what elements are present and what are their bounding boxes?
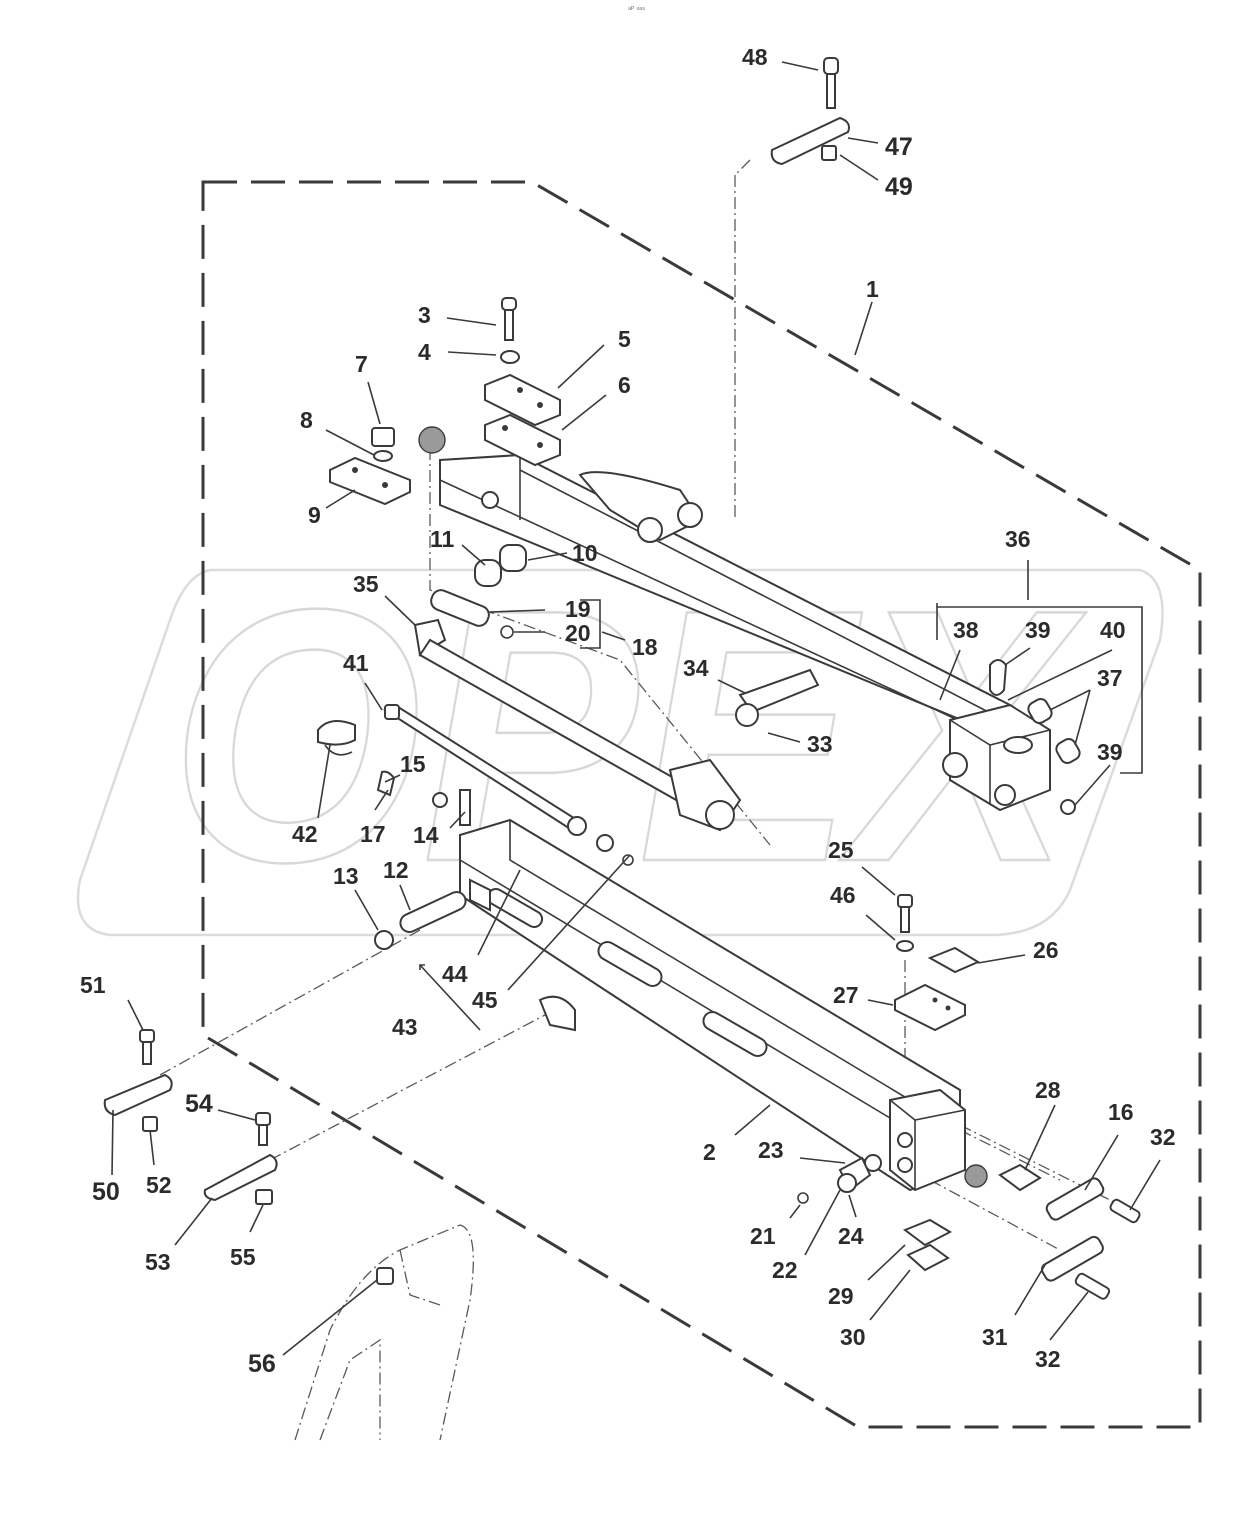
fitting-21-24 — [797, 1154, 882, 1204]
callout-11: 11 — [430, 526, 455, 552]
plate-stack — [329, 297, 561, 506]
callout-26: 26 — [1033, 937, 1059, 963]
callout-29: 29 — [828, 1283, 854, 1309]
links-16-31-32 — [1040, 1177, 1141, 1300]
rod-41 — [317, 703, 634, 866]
callout-22: 22 — [772, 1257, 798, 1283]
callout-16: 16 — [1108, 1099, 1134, 1125]
upper-rail — [439, 453, 1011, 742]
callout-55: 55 — [230, 1244, 256, 1270]
callout-2: 2 — [703, 1139, 716, 1165]
callout-12: 12 — [383, 857, 409, 883]
callout-24: 24 — [838, 1223, 864, 1249]
callout-56: 56 — [248, 1350, 276, 1378]
callout-21: 21 — [750, 1223, 776, 1249]
callout-43: 43 — [392, 1014, 418, 1040]
callout-44: 44 — [442, 961, 468, 987]
callout-20: 20 — [565, 620, 591, 646]
top-clamp-group — [770, 57, 850, 166]
callout-48: 48 — [742, 44, 768, 70]
callout-33: 33 — [807, 731, 833, 757]
callout-34: 34 — [683, 655, 709, 681]
callout-30: 30 — [840, 1324, 866, 1350]
callout-13: 13 — [333, 863, 359, 889]
leader-lines — [111, 61, 1161, 1356]
bracket-56 — [294, 1224, 474, 1441]
callout-41: 41 — [343, 650, 369, 676]
callout-52: 52 — [146, 1172, 172, 1198]
callout-36: 36 — [1005, 526, 1031, 552]
callout-37: 37 — [1097, 665, 1123, 691]
plate-group-26-27 — [894, 894, 981, 1032]
callout-14: 14 — [413, 822, 439, 848]
callout-27: 27 — [833, 982, 859, 1008]
callout-50: 50 — [92, 1178, 120, 1206]
callout-9: 9 — [308, 502, 321, 528]
callout-51: 51 — [80, 972, 106, 998]
header-mark: ᵃᴾ ˢᵃˢ — [628, 5, 645, 14]
callout-6: 6 — [618, 372, 631, 398]
callout-39-top: 39 — [1025, 617, 1051, 643]
callout-49: 49 — [885, 173, 913, 201]
callout-1: 1 — [866, 276, 879, 302]
callout-4: 4 — [418, 339, 431, 365]
callout-5: 5 — [618, 326, 631, 352]
callout-28: 28 — [1035, 1077, 1061, 1103]
clamps-50-55 — [103, 1029, 278, 1205]
callout-7: 7 — [355, 351, 368, 377]
callout-40: 40 — [1100, 617, 1126, 643]
callout-42: 42 — [292, 821, 318, 847]
callout-labels: 48 47 49 1 3 4 5 6 7 8 9 11 10 36 35 19 … — [80, 44, 1176, 1378]
callout-8: 8 — [300, 407, 313, 433]
callout-18: 18 — [632, 634, 658, 660]
callout-10: 10 — [572, 540, 598, 566]
callout-25: 25 — [828, 837, 854, 863]
callout-19: 19 — [565, 596, 591, 622]
shaft-35 — [413, 589, 820, 832]
callout-47: 47 — [885, 133, 913, 161]
callout-54: 54 — [185, 1090, 213, 1118]
callout-32-top: 32 — [1150, 1124, 1176, 1150]
callout-35: 35 — [353, 571, 379, 597]
callout-38: 38 — [953, 617, 979, 643]
bushings — [474, 544, 527, 587]
callout-15: 15 — [400, 751, 426, 777]
callout-53: 53 — [145, 1249, 171, 1275]
callout-39-bottom: 39 — [1097, 739, 1123, 765]
callout-23: 23 — [758, 1137, 784, 1163]
callout-31: 31 — [982, 1324, 1008, 1350]
pin-12 — [374, 891, 467, 950]
end-block-36 — [942, 659, 1081, 815]
callout-17: 17 — [360, 821, 386, 847]
centre-lines — [159, 159, 1131, 1251]
callout-32-bottom: 32 — [1035, 1346, 1061, 1372]
pads-28-30 — [902, 1163, 1042, 1272]
callout-45: 45 — [472, 987, 498, 1013]
callout-3: 3 — [418, 302, 431, 328]
callout-46: 46 — [830, 882, 856, 908]
